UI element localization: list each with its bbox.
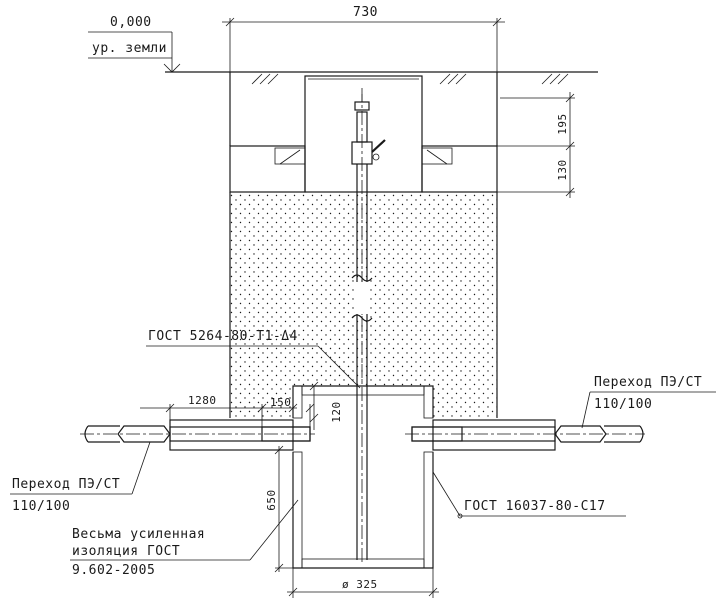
- ground-level-mark: 0,000 ур. земли: [88, 15, 181, 73]
- insulation-annotation: Весьма усиленная изоляция ГОСТ 9.602-200…: [70, 499, 299, 578]
- vertical-riser-pipe: [351, 88, 373, 565]
- transition-left-label-1: Переход ПЭ/СТ: [12, 477, 120, 492]
- dimension-right-heights: 195 130: [470, 92, 575, 198]
- dimension-pipe-length-value: 1280: [188, 394, 217, 407]
- gost-case-label: ГОСТ 16037-80-С17: [464, 499, 606, 514]
- dimension-diameter-value: ø 325: [342, 578, 378, 591]
- dimension-case-height: 650: [265, 445, 293, 573]
- horizontal-pipe-left: [80, 419, 315, 451]
- transition-right-label-1: Переход ПЭ/СТ: [594, 375, 702, 390]
- gost-case-annotation: ГОСТ 16037-80-С17: [432, 471, 626, 519]
- ground-level-label: ур. земли: [92, 41, 167, 56]
- insulation-label-1: Весьма усиленная: [72, 527, 205, 542]
- dimension-width-top-value: 730: [353, 5, 378, 20]
- insulation-label-2: изоляция ГОСТ: [72, 544, 180, 559]
- gost-pipe-annotation: ГОСТ 5264-80-Т1-Δ4: [146, 329, 361, 389]
- insulation-label-3: 9.602-2005: [72, 563, 155, 578]
- dimension-steel-height-value: 120: [330, 401, 343, 422]
- dimension-pipe-length: 1280: [140, 394, 298, 420]
- ground-hatch-left: [251, 73, 279, 85]
- dimension-steel-height: 120: [309, 381, 343, 430]
- transition-right-annotation: Переход ПЭ/СТ 110/100: [581, 375, 716, 429]
- dimension-pipe-offset: 150: [257, 396, 315, 427]
- transition-left-annotation: Переход ПЭ/СТ 110/100: [10, 441, 151, 514]
- protective-carpet: [229, 72, 498, 193]
- steel-case: [292, 385, 434, 569]
- transition-right-label-2: 110/100: [594, 397, 652, 412]
- transition-left-label-2: 110/100: [12, 499, 70, 514]
- ground-hatch-right: [439, 73, 569, 85]
- gost-pipe-label: ГОСТ 5264-80-Т1-Δ4: [148, 329, 298, 344]
- dimension-pipe-offset-value: 150: [270, 396, 291, 409]
- horizontal-pipe-right: [405, 419, 645, 451]
- ground-level-value: 0,000: [110, 15, 152, 30]
- dimension-height-slab: 130: [556, 159, 569, 180]
- dimension-diameter: ø 325: [287, 568, 439, 598]
- dimension-height-upper: 195: [556, 113, 569, 134]
- dimension-case-height-value: 650: [265, 489, 278, 510]
- valve-handle-icon: [371, 139, 386, 161]
- concrete-slab: [229, 145, 498, 193]
